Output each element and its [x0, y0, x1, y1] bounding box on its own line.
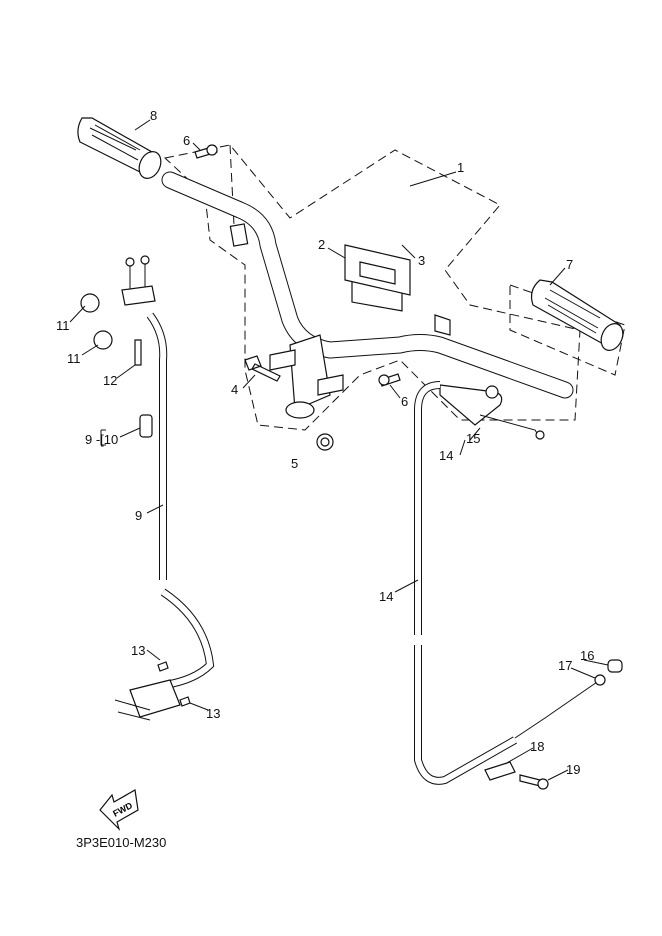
emblem-2 [344, 244, 411, 296]
fwd-arrow-icon: FWD [99, 789, 139, 832]
diagram-code: 3P3E010-M230 [76, 835, 166, 850]
throttle-cable [114, 255, 215, 721]
callout-14-cable: 14 [379, 589, 393, 604]
group-outline-handlebar [163, 144, 581, 431]
callout-17: 17 [558, 658, 572, 673]
grip-right [530, 279, 624, 351]
callout-12: 12 [103, 373, 117, 388]
group-outline-grip [509, 284, 626, 376]
bolt-19 [519, 774, 541, 787]
cable-cover-10 [139, 414, 153, 438]
adjuster-16 [607, 659, 623, 673]
screw-12 [134, 339, 142, 366]
callout-1: 1 [457, 160, 464, 175]
clamp-11 [93, 330, 113, 350]
handlebar [161, 171, 574, 419]
callout-14-lever: 14 [439, 448, 453, 463]
callout-19: 19 [566, 762, 580, 777]
brake-cable [414, 381, 606, 785]
callout-4: 4 [231, 382, 238, 397]
callout-13-lower: 13 [206, 706, 220, 721]
callout-6-lower: 6 [401, 394, 408, 409]
callout-8: 8 [150, 108, 157, 123]
callout-11-upper: 11 [56, 318, 70, 333]
bolt-4 [244, 355, 281, 382]
callout-9: 9 [135, 508, 142, 523]
callout-6-upper: 6 [183, 133, 190, 148]
callout-16: 16 [580, 648, 594, 663]
callout-3: 3 [418, 253, 425, 268]
throttle-grip [77, 117, 162, 179]
holder-18 [484, 761, 516, 781]
callout-11-lower: 11 [67, 351, 81, 366]
callout-7: 7 [566, 257, 573, 272]
callout-18: 18 [530, 739, 544, 754]
group-outline-throttle [229, 144, 236, 246]
callout-2: 2 [318, 237, 325, 252]
callout-5: 5 [291, 456, 298, 471]
callout-15: 15 [466, 431, 480, 446]
callout-13-upper: 13 [131, 643, 145, 658]
callout-9-10: 9 -[10 [85, 432, 118, 447]
clamp-11 [80, 293, 100, 313]
